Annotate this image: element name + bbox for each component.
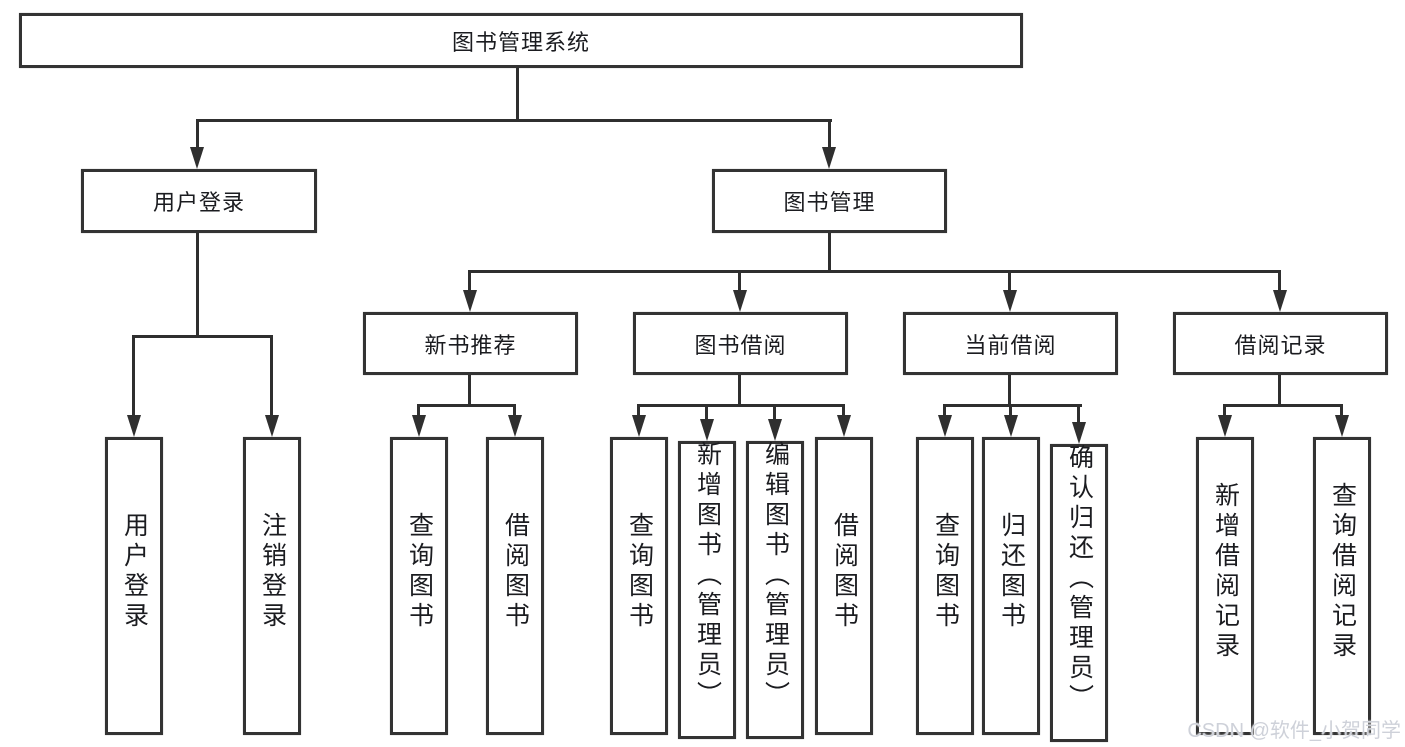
leaf-borrow-books: 借阅图书 <box>815 437 873 735</box>
leaf-label: 查询图书 <box>625 512 654 632</box>
csdn-watermark: CSDN @软件_小贺同学 <box>1187 720 1401 742</box>
leaf-label: 编辑图书（管理员） <box>761 441 790 711</box>
connector-line <box>513 404 516 417</box>
leaf-label: 注销登录 <box>258 512 287 632</box>
connector-line <box>1077 404 1080 424</box>
arrow-down-icon <box>733 290 747 312</box>
connector-line <box>132 335 135 417</box>
connector-line <box>738 375 741 406</box>
node-library-system: 图书管理系统 <box>19 13 1023 68</box>
connector-line <box>468 375 471 406</box>
connector-line <box>516 66 519 119</box>
connector-line <box>828 232 831 270</box>
arrow-down-icon <box>1218 415 1232 437</box>
connector-line <box>196 233 199 337</box>
node-label: 图书管理系统 <box>451 29 590 55</box>
connector-line <box>1009 404 1012 417</box>
connector-line <box>196 119 832 122</box>
arrow-down-icon <box>127 415 141 437</box>
leaf-label: 查询图书 <box>931 512 960 632</box>
connector-line <box>637 404 640 417</box>
node-label: 图书管理 <box>783 190 876 215</box>
leaf-borrow-books-recommend: 借阅图书 <box>486 437 544 735</box>
arrow-down-icon <box>837 415 851 437</box>
leaf-label: 用户登录 <box>120 512 149 632</box>
connector-line <box>842 404 845 417</box>
leaf-return-books: 归还图书 <box>982 437 1040 735</box>
leaf-label: 新增图书（管理员） <box>693 441 722 711</box>
arrow-down-icon <box>463 290 477 312</box>
connector-line <box>773 404 776 421</box>
connector-line <box>943 404 946 417</box>
node-book-management: 图书管理 <box>712 169 947 233</box>
connector-line <box>468 270 1281 273</box>
connector-line <box>705 404 708 421</box>
leaf-add-book-admin: 新增图书（管理员） <box>678 441 736 739</box>
connector-line <box>1223 404 1226 417</box>
node-current-borrow: 当前借阅 <box>903 312 1118 375</box>
node-label: 用户登录 <box>152 190 245 215</box>
leaf-edit-book-admin: 编辑图书（管理员） <box>746 441 804 739</box>
connector-line <box>1223 404 1343 407</box>
arrow-down-icon <box>822 147 836 169</box>
connector-line <box>1278 375 1281 406</box>
arrow-down-icon <box>1072 422 1086 444</box>
leaf-query-books-current: 查询图书 <box>916 437 974 735</box>
node-label: 图书借阅 <box>694 332 787 358</box>
connector-line <box>270 335 273 417</box>
leaf-query-borrow-record: 查询借阅记录 <box>1313 437 1371 735</box>
arrow-down-icon <box>1273 290 1287 312</box>
connector-line <box>417 404 420 417</box>
leaf-label: 新增借阅记录 <box>1211 482 1240 662</box>
node-label: 新书推荐 <box>424 332 517 358</box>
leaf-label: 借阅图书 <box>830 512 859 632</box>
leaf-label: 归还图书 <box>997 512 1026 632</box>
connector-line <box>1278 270 1281 292</box>
connector-line <box>637 404 845 407</box>
node-user-login: 用户登录 <box>81 169 317 233</box>
arrow-down-icon <box>632 415 646 437</box>
arrow-down-icon <box>1003 290 1017 312</box>
arrow-down-icon <box>700 419 714 441</box>
connector-line <box>738 270 741 292</box>
leaf-confirm-return-admin: 确认归还（管理员） <box>1050 444 1108 742</box>
arrow-down-icon <box>190 147 204 169</box>
node-label: 借阅记录 <box>1234 332 1327 358</box>
arrow-down-icon <box>1004 415 1018 437</box>
leaf-label: 查询借阅记录 <box>1328 482 1357 662</box>
arrow-down-icon <box>265 415 279 437</box>
arrow-down-icon <box>1335 415 1349 437</box>
connector-line <box>828 119 831 149</box>
node-new-book-recommend: 新书推荐 <box>363 312 578 375</box>
connector-line <box>468 270 471 292</box>
arrow-down-icon <box>768 419 782 441</box>
leaf-query-books-recommend: 查询图书 <box>390 437 448 735</box>
arrow-down-icon <box>508 415 522 437</box>
connector-line <box>417 404 516 407</box>
leaf-query-books-borrow: 查询图书 <box>610 437 668 735</box>
leaf-logout: 注销登录 <box>243 437 301 735</box>
node-book-borrow: 图书借阅 <box>633 312 848 375</box>
connector-line <box>132 335 273 338</box>
leaf-label: 借阅图书 <box>501 512 530 632</box>
node-label: 当前借阅 <box>964 332 1057 358</box>
arrow-down-icon <box>412 415 426 437</box>
connector-line <box>196 119 199 149</box>
connector-line <box>1008 270 1011 292</box>
connector-line <box>1340 404 1343 417</box>
node-borrow-records: 借阅记录 <box>1173 312 1388 375</box>
connector-line <box>943 404 1082 407</box>
leaf-label: 查询图书 <box>405 512 434 632</box>
leaf-label: 确认归还（管理员） <box>1065 444 1094 714</box>
leaf-add-borrow-record: 新增借阅记录 <box>1196 437 1254 735</box>
arrow-down-icon <box>938 415 952 437</box>
leaf-user-login: 用户登录 <box>105 437 163 735</box>
connector-line <box>1008 375 1011 406</box>
